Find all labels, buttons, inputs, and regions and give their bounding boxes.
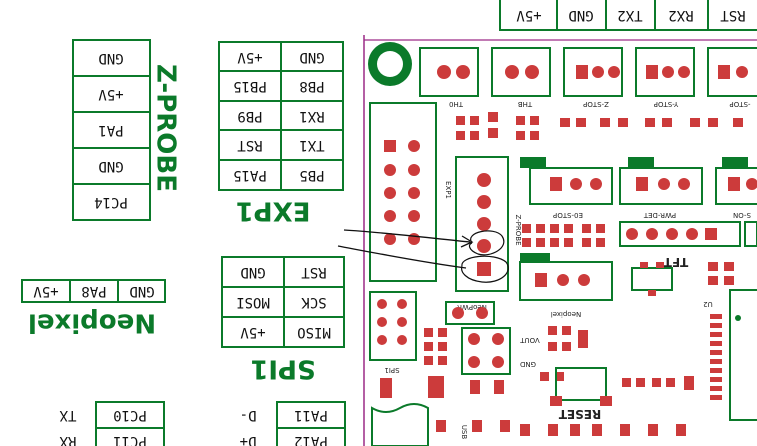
spi1-r2-right: MOSI (236, 294, 270, 310)
spi1-title: SPI1 (250, 354, 316, 384)
spi1-r2-left: SCK (301, 294, 327, 310)
exp1-r5-left: PB5 (299, 167, 324, 183)
exp1-r3-right: PB9 (237, 108, 262, 124)
zprobe-pin-1: GND (98, 50, 123, 66)
conn-label-e0stop: E0-STOP (553, 211, 583, 219)
neopixel-title: Neopixel (28, 308, 156, 338)
zprobe-pin-5: PC14 (94, 194, 128, 210)
right-chips: U2 (631, 262, 757, 421)
usb-footprint: USB (371, 376, 686, 446)
conn-label-zstop: Z-STOP (583, 100, 609, 108)
usb-signal-2: D+ (240, 433, 257, 446)
top-pin-3: TX2 (617, 7, 642, 23)
spi1-r3-left: MISO (297, 324, 331, 340)
smd-row-mid (522, 224, 605, 247)
top-pin-4: RX2 (668, 7, 693, 23)
smd-row-upper (456, 112, 743, 140)
uart-signal-1: TX (59, 407, 76, 423)
spi1-r3-right: +5V (240, 324, 266, 340)
zprobe-silk-label: Z-PROBE (514, 214, 522, 245)
spi1-header-footprint: SPI1 (369, 291, 564, 381)
conn-label-th0: TH0 (449, 100, 464, 108)
usb-pin-2: PA12 (294, 433, 328, 446)
gnd-silk-label: GND (520, 360, 536, 368)
reset-button-footprint: RESET (550, 367, 694, 421)
exp1-title: EXP1 (236, 196, 311, 226)
exp1-header-footprint: EXP1 (369, 102, 452, 282)
spi1-r1-left: RST (301, 264, 327, 280)
uart-pin-2: PC11 (113, 433, 147, 446)
pcb-board: TH0 THB Z-STOP Y-STOP -STOP (337, 35, 757, 446)
uart-table: PC10 PC11 TX RX (59, 401, 165, 446)
usb-silk-label: USB (460, 425, 468, 440)
exp1-r1-right: +5V (237, 49, 263, 65)
usb-signal-1: D- (240, 407, 257, 423)
exp1-silk-label: EXP1 (444, 181, 452, 199)
zprobe-table: GND +5V PA1 GND PC14 Z-PROBE (72, 39, 181, 221)
zprobe-title: Z-PROBE (151, 64, 181, 192)
conn-label-pwrdet: PWR-DET (643, 211, 676, 219)
neopwr-jumper: NeoPWR VOUT GND (445, 301, 588, 375)
neopwr-silk-label: NeoPWR (457, 303, 487, 311)
exp1-r1-left: GND (299, 49, 324, 65)
zprobe-pin-4: GND (98, 158, 123, 174)
reset-silk-label: RESET (558, 407, 601, 421)
exp1-r2-right: PB15 (233, 78, 267, 94)
neopixel-pin-1: GND (129, 283, 154, 299)
neopixel-header-footprint: Neopixel (519, 253, 613, 318)
top-header-table: +5V GND TX2 RX2 RST (499, 0, 757, 31)
neopixel-silk-label: Neopixel (551, 310, 581, 318)
spi1-table: RST GND SCK MOSI MISO +5V SPI1 (221, 256, 345, 384)
top-pin-2: GND (568, 7, 593, 23)
zprobe-pin-2: +5V (98, 86, 124, 102)
conn-label-son: S-ON (733, 211, 751, 219)
zprobe-pin-3: PA1 (98, 122, 123, 138)
usb-pin-1: PA11 (294, 407, 328, 423)
exp1-r2-left: PB8 (299, 78, 324, 94)
exp1-r3-left: RX1 (299, 108, 324, 124)
hand-drawn-annotation (337, 229, 509, 283)
neopixel-pin-2: PA8 (81, 283, 106, 299)
spi1-r1-right: GND (240, 264, 265, 280)
spi1-silk-label: SPI1 (384, 366, 399, 374)
top-connector-row: TH0 THB Z-STOP Y-STOP -STOP (419, 47, 757, 108)
u2-silk-label: U2 (703, 300, 713, 308)
exp1-table: GND +5V PB8 PB15 RX1 PB9 TX1 RST PB5 PA1… (218, 41, 344, 226)
mid-connector-row: E0-STOP PWR-DET S-ON (520, 157, 757, 219)
exp1-r4-right: RST (237, 137, 263, 153)
conn-label-xstop: -STOP (730, 100, 751, 108)
top-pin-1: +5V (516, 7, 542, 23)
usb-table: PA11 PA12 D- D+ (240, 401, 346, 446)
uart-signal-2: RX (59, 433, 76, 446)
uart-pin-1: PC10 (113, 407, 147, 423)
tft-silk-label: TFT (663, 255, 688, 269)
tft-header-footprint: TFT (619, 221, 757, 269)
conn-label-ystop: Y-STOP (654, 100, 679, 108)
neopixel-table: GND PA8 +5V Neopixel (21, 279, 166, 338)
conn-label-thb: THB (518, 100, 534, 108)
vout-silk-label: VOUT (519, 336, 539, 344)
zprobe-header-footprint: Z-PROBE (455, 156, 522, 292)
neopixel-pin-3: +5V (33, 283, 59, 299)
top-pin-5: RST (720, 7, 746, 23)
exp1-r5-right: PA15 (233, 167, 267, 183)
exp1-r4-left: TX1 (299, 137, 324, 153)
